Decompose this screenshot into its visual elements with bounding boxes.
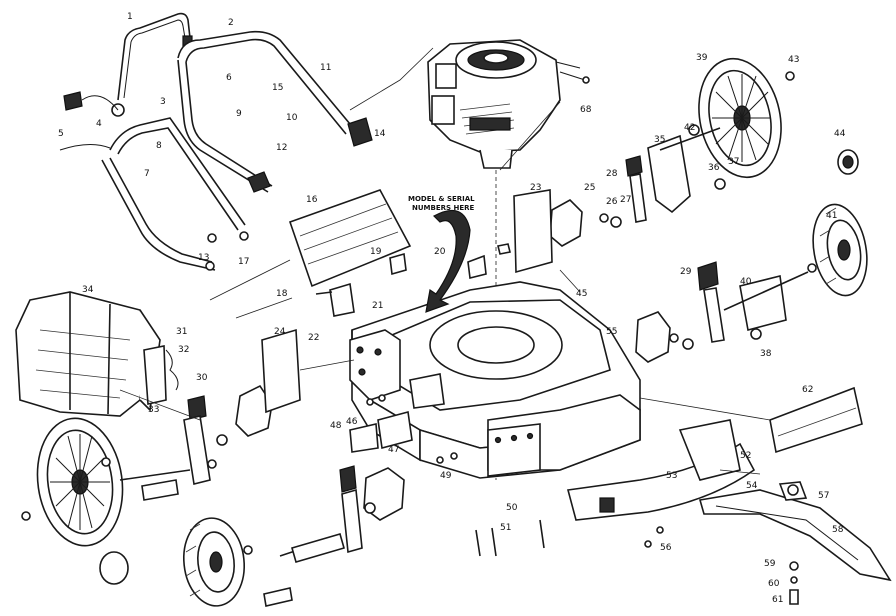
- callout-68: 68: [580, 105, 592, 115]
- leader-lines: [119, 47, 771, 475]
- callout-37: 37: [728, 157, 739, 167]
- engine: [427, 39, 590, 169]
- callout-28: 28: [606, 169, 618, 179]
- callout-49: 49: [440, 471, 452, 481]
- callout-57: 57: [818, 491, 829, 501]
- callout-15: 15: [272, 83, 283, 93]
- callout-27: 27: [620, 195, 631, 205]
- callout-1: 1: [127, 12, 133, 22]
- grass-bag: [15, 291, 161, 417]
- front-baffle: [678, 419, 741, 481]
- handle-frame-2: [177, 30, 356, 193]
- callout-11: 11: [320, 63, 331, 73]
- discharge-chute: [769, 386, 863, 454]
- callout-26: 26: [606, 197, 618, 207]
- baffle-plate: [288, 189, 412, 288]
- callout-54: 54: [746, 481, 758, 491]
- callout-32: 32: [178, 345, 189, 355]
- callout-24: 24: [274, 327, 286, 337]
- callout-47: 47: [388, 445, 399, 455]
- callout-18: 18: [276, 289, 288, 299]
- callout-61: 61: [772, 595, 783, 605]
- handle-knobs: [63, 91, 373, 271]
- callout-22: 22: [308, 333, 319, 343]
- callout-43: 43: [788, 55, 799, 65]
- callout-56: 56: [660, 543, 672, 553]
- hardware: [21, 71, 817, 607]
- callout-29: 29: [680, 267, 692, 277]
- callout-50: 50: [506, 503, 518, 513]
- callout-48: 48: [330, 421, 342, 431]
- wheel-rear-left: [36, 417, 124, 547]
- wheel-front-right: [812, 203, 868, 297]
- callout-6: 6: [226, 73, 232, 83]
- deck-brackets: [349, 373, 445, 453]
- callout-14: 14: [374, 129, 386, 139]
- callout-41: 41: [826, 211, 837, 221]
- callout-30: 30: [196, 373, 208, 383]
- callout-8: 8: [156, 141, 162, 151]
- callout-9: 9: [236, 109, 242, 119]
- callout-53: 53: [666, 471, 677, 481]
- callout-labels: 1 2 3 4 5 6 7 8 9 10 11 12 13 14 15 16 1…: [58, 12, 846, 605]
- callout-60: 60: [768, 579, 780, 589]
- serial-arrow: [425, 209, 471, 313]
- serial-note-line2: NUMBERS HERE: [412, 204, 475, 212]
- callout-33: 33: [148, 405, 159, 415]
- callout-46: 46: [346, 417, 358, 427]
- callout-51: 51: [500, 523, 511, 533]
- callout-44: 44: [834, 129, 846, 139]
- callout-5: 5: [58, 129, 64, 139]
- blade: [698, 481, 892, 605]
- callout-4: 4: [96, 119, 102, 129]
- callout-12: 12: [276, 143, 287, 153]
- callout-38: 38: [760, 349, 772, 359]
- wheel-front-left: [183, 517, 245, 607]
- callout-19: 19: [370, 247, 382, 257]
- wheel-rear-right: [698, 57, 782, 179]
- callout-2: 2: [228, 18, 234, 28]
- callout-23: 23: [530, 183, 541, 193]
- lower-handle: [101, 117, 246, 271]
- serial-note-line1: MODEL & SERIAL: [408, 195, 475, 203]
- control-cable: [59, 95, 119, 151]
- callout-59: 59: [764, 559, 776, 569]
- callout-13: 13: [198, 253, 209, 263]
- upper-handle: [117, 12, 193, 101]
- hubcap-44-left: [99, 551, 129, 585]
- callout-42: 42: [684, 123, 695, 133]
- callout-45: 45: [576, 289, 587, 299]
- height-adjusters: [119, 127, 809, 557]
- callout-58: 58: [832, 525, 844, 535]
- callout-55: 55: [606, 327, 617, 337]
- callout-20: 20: [434, 247, 446, 257]
- callout-34: 34: [82, 285, 94, 295]
- callout-16: 16: [306, 195, 318, 205]
- callout-3: 3: [160, 97, 166, 107]
- callout-31: 31: [176, 327, 187, 337]
- callout-25: 25: [584, 183, 595, 193]
- callout-10: 10: [286, 113, 298, 123]
- callout-7: 7: [144, 169, 150, 179]
- callout-36: 36: [708, 163, 720, 173]
- callout-40: 40: [740, 277, 752, 287]
- callout-21: 21: [372, 301, 383, 311]
- callout-52: 52: [740, 451, 751, 461]
- callout-17: 17: [238, 257, 249, 267]
- callout-35: 35: [654, 135, 665, 145]
- callout-62: 62: [802, 385, 813, 395]
- callout-39: 39: [696, 53, 708, 63]
